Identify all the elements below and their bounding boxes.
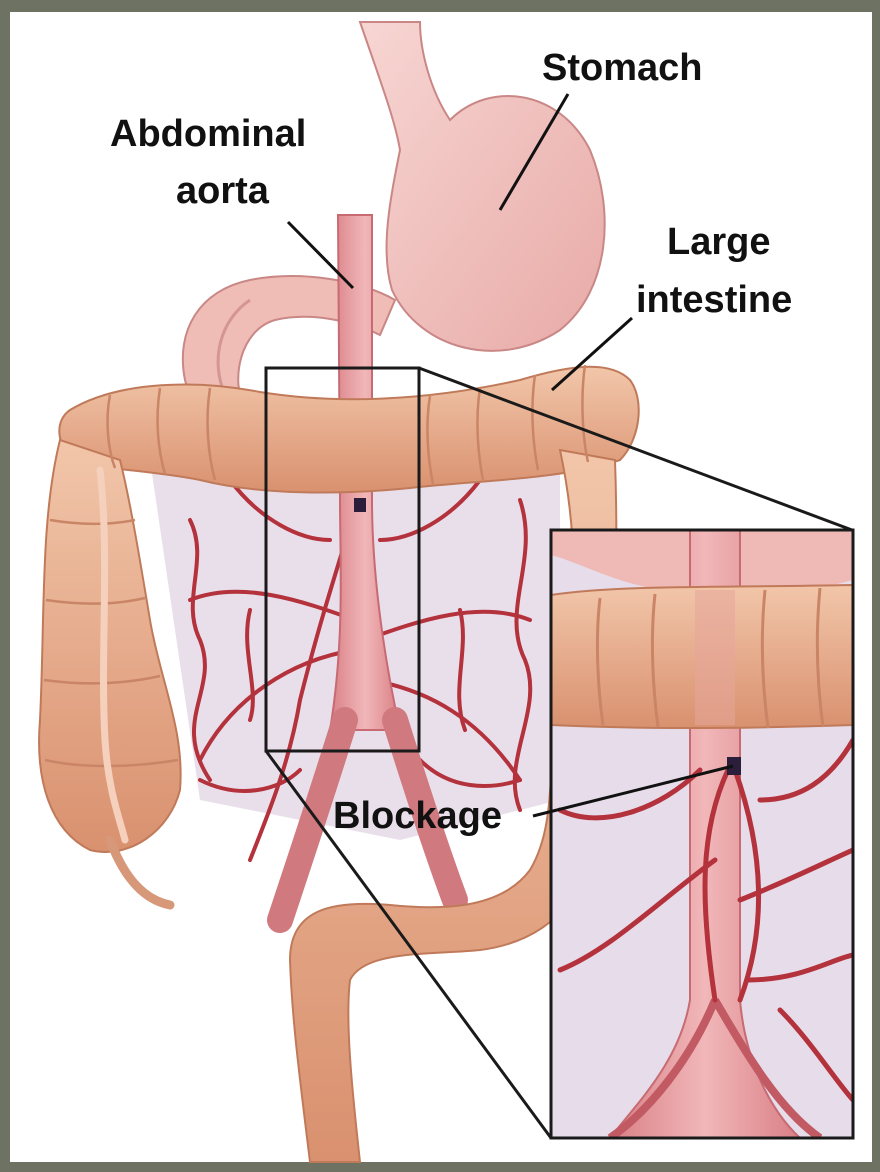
- large-intestine-label-line1: Large: [667, 221, 770, 263]
- abdominal-aorta-label-line2: aorta: [176, 170, 270, 212]
- stomach-label: Stomach: [542, 47, 702, 89]
- blockage-marker-main: [354, 498, 366, 512]
- blockage-label: Blockage: [333, 795, 502, 837]
- magnified-inset: [551, 530, 853, 1138]
- large-intestine-label-line2: intestine: [636, 279, 792, 321]
- abdominal-aorta-label-line1: Abdominal: [110, 113, 306, 155]
